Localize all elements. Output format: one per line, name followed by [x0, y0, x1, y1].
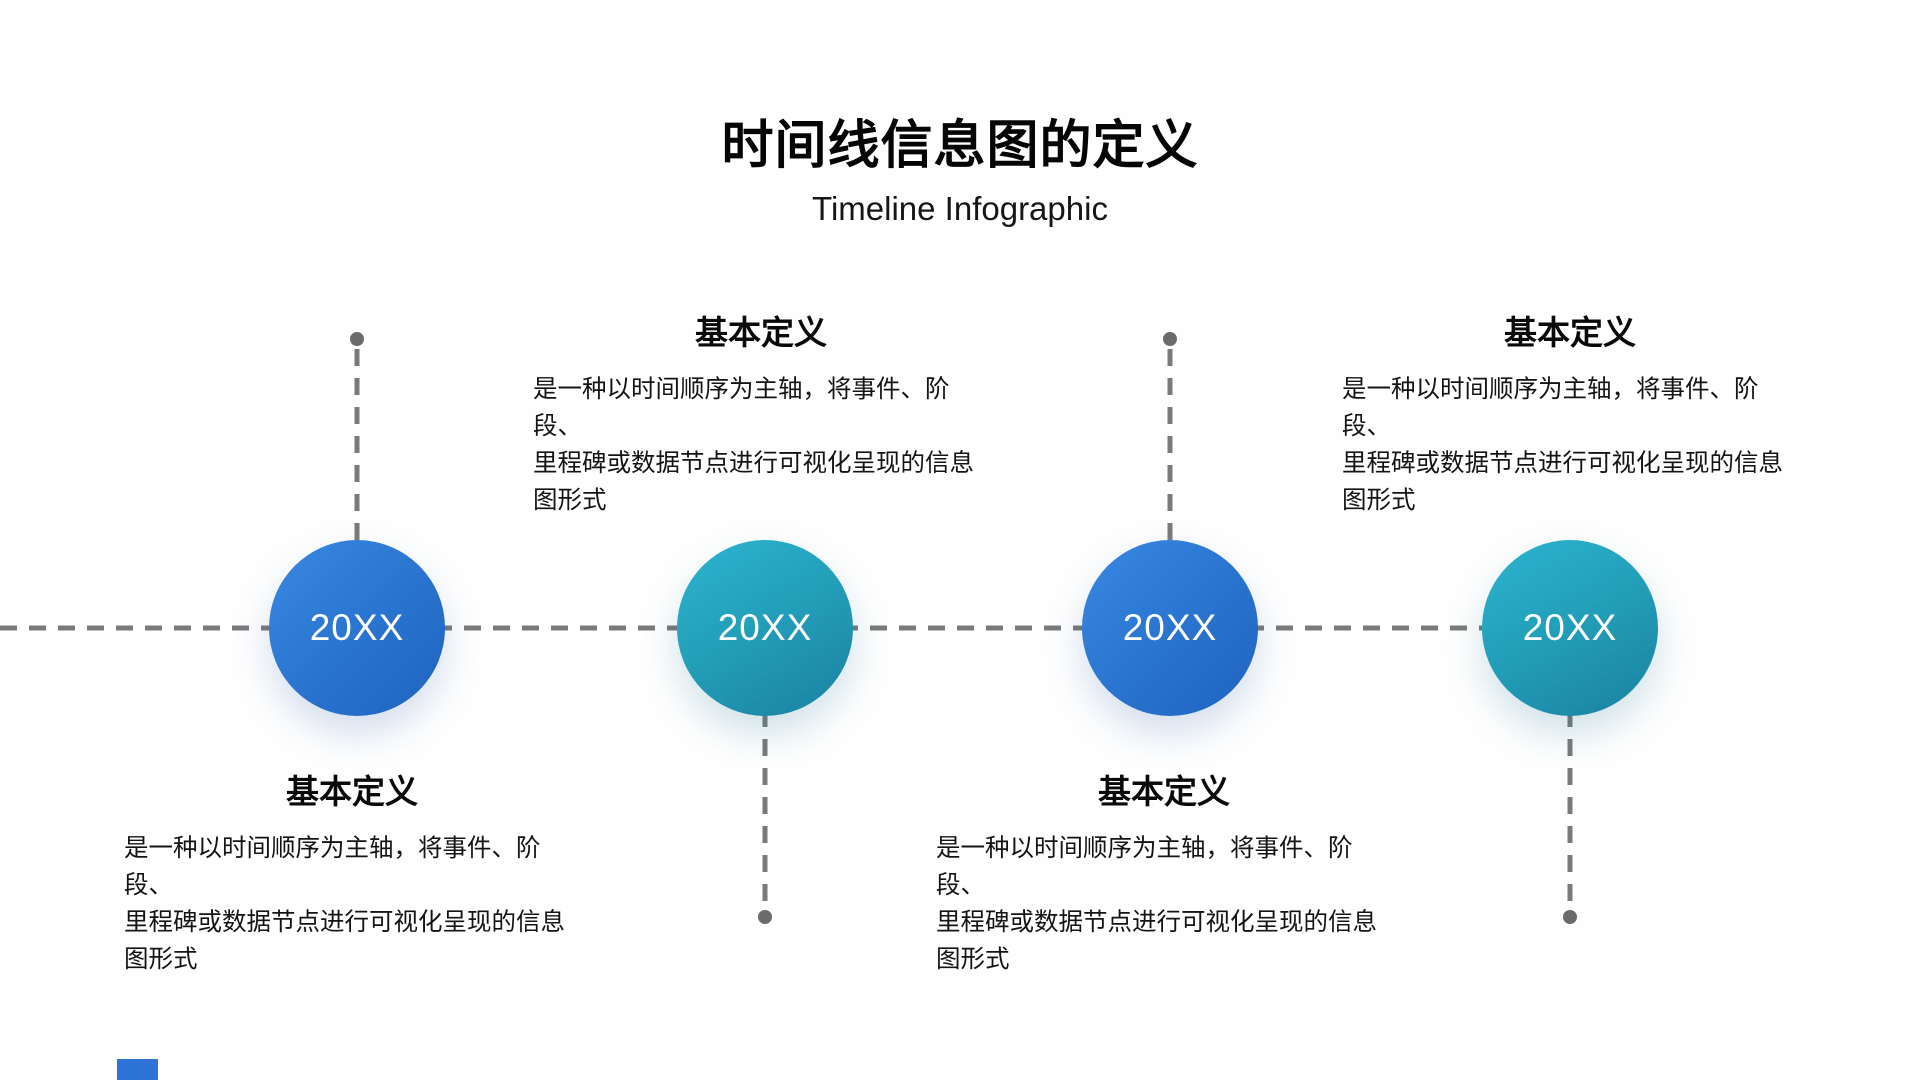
timeline-entry-1-heading: 基本定义: [286, 773, 418, 810]
timeline-entry-2: 基本定义 是一种以时间顺序为主轴，将事件、阶段、 里程碑或数据节点进行可视化呈现…: [533, 306, 989, 519]
timeline-entry-4-body: 是一种以时间顺序为主轴，将事件、阶段、 里程碑或数据节点进行可视化呈现的信息 图…: [1342, 376, 1783, 514]
timeline-node-1: 20XX: [269, 540, 445, 716]
timeline-node-3: 20XX: [1082, 540, 1258, 716]
connector-dot-2: [758, 910, 772, 924]
timeline-node-4: 20XX: [1482, 540, 1658, 716]
timeline-node-2-year: 20XX: [717, 607, 813, 648]
connector-dot-4: [1563, 910, 1577, 924]
timeline-entry-4-heading: 基本定义: [1504, 314, 1636, 351]
timeline-node-3-year: 20XX: [1122, 607, 1218, 648]
timeline-entry-3-heading: 基本定义: [1098, 773, 1230, 810]
timeline-node-4-year: 20XX: [1522, 607, 1618, 648]
timeline-entry-2-heading: 基本定义: [695, 314, 827, 351]
page-subtitle: Timeline Infographic: [812, 190, 1108, 227]
corner-accent-mark: [117, 1059, 158, 1080]
timeline-node-1-year: 20XX: [309, 607, 405, 648]
timeline-node-2: 20XX: [677, 540, 853, 716]
timeline-entry-1: 基本定义 是一种以时间顺序为主轴，将事件、阶段、 里程碑或数据节点进行可视化呈现…: [124, 765, 580, 978]
timeline-entry-3: 基本定义 是一种以时间顺序为主轴，将事件、阶段、 里程碑或数据节点进行可视化呈现…: [936, 765, 1392, 978]
connector-dot-1: [350, 332, 364, 346]
timeline-entry-2-body: 是一种以时间顺序为主轴，将事件、阶段、 里程碑或数据节点进行可视化呈现的信息 图…: [533, 376, 974, 514]
connector-dot-3: [1163, 332, 1177, 346]
timeline-entry-3-body: 是一种以时间顺序为主轴，将事件、阶段、 里程碑或数据节点进行可视化呈现的信息 图…: [936, 835, 1377, 973]
timeline-entry-4: 基本定义 是一种以时间顺序为主轴，将事件、阶段、 里程碑或数据节点进行可视化呈现…: [1342, 306, 1798, 519]
page-title: 时间线信息图的定义: [721, 117, 1199, 175]
timeline-entry-1-body: 是一种以时间顺序为主轴，将事件、阶段、 里程碑或数据节点进行可视化呈现的信息 图…: [124, 835, 565, 973]
